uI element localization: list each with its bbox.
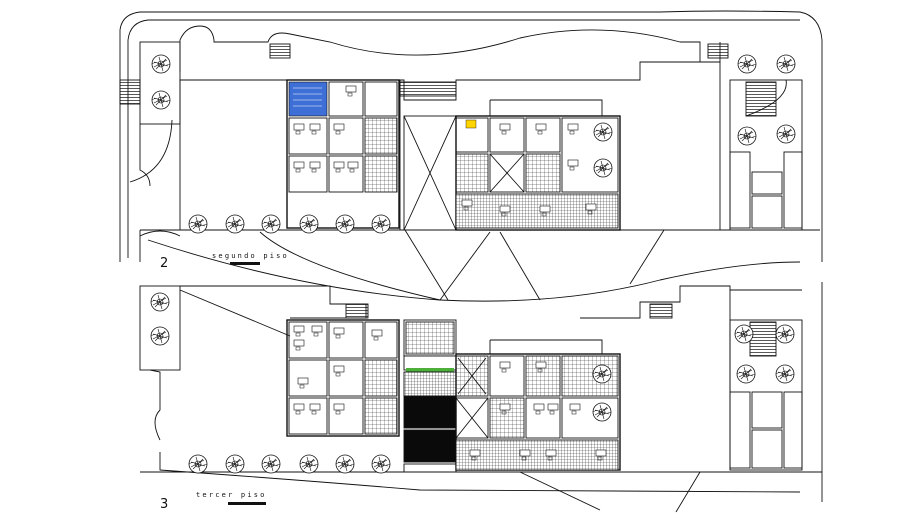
floor-2-label-group: 2 segundo piso [160, 252, 289, 271]
floor-2-number: 2 [160, 256, 168, 271]
floor-2-label-underline [230, 262, 260, 265]
floor-2-label: segundo piso [212, 252, 289, 260]
floor-3-label: tercer piso [196, 491, 267, 499]
floor-3-label-underline [228, 502, 266, 505]
floor-3-number: 3 [160, 497, 168, 512]
floor-3-label-group: 3 tercer piso [160, 491, 267, 512]
floor-3-plan [139, 282, 823, 513]
floor-2-plan [119, 10, 823, 302]
